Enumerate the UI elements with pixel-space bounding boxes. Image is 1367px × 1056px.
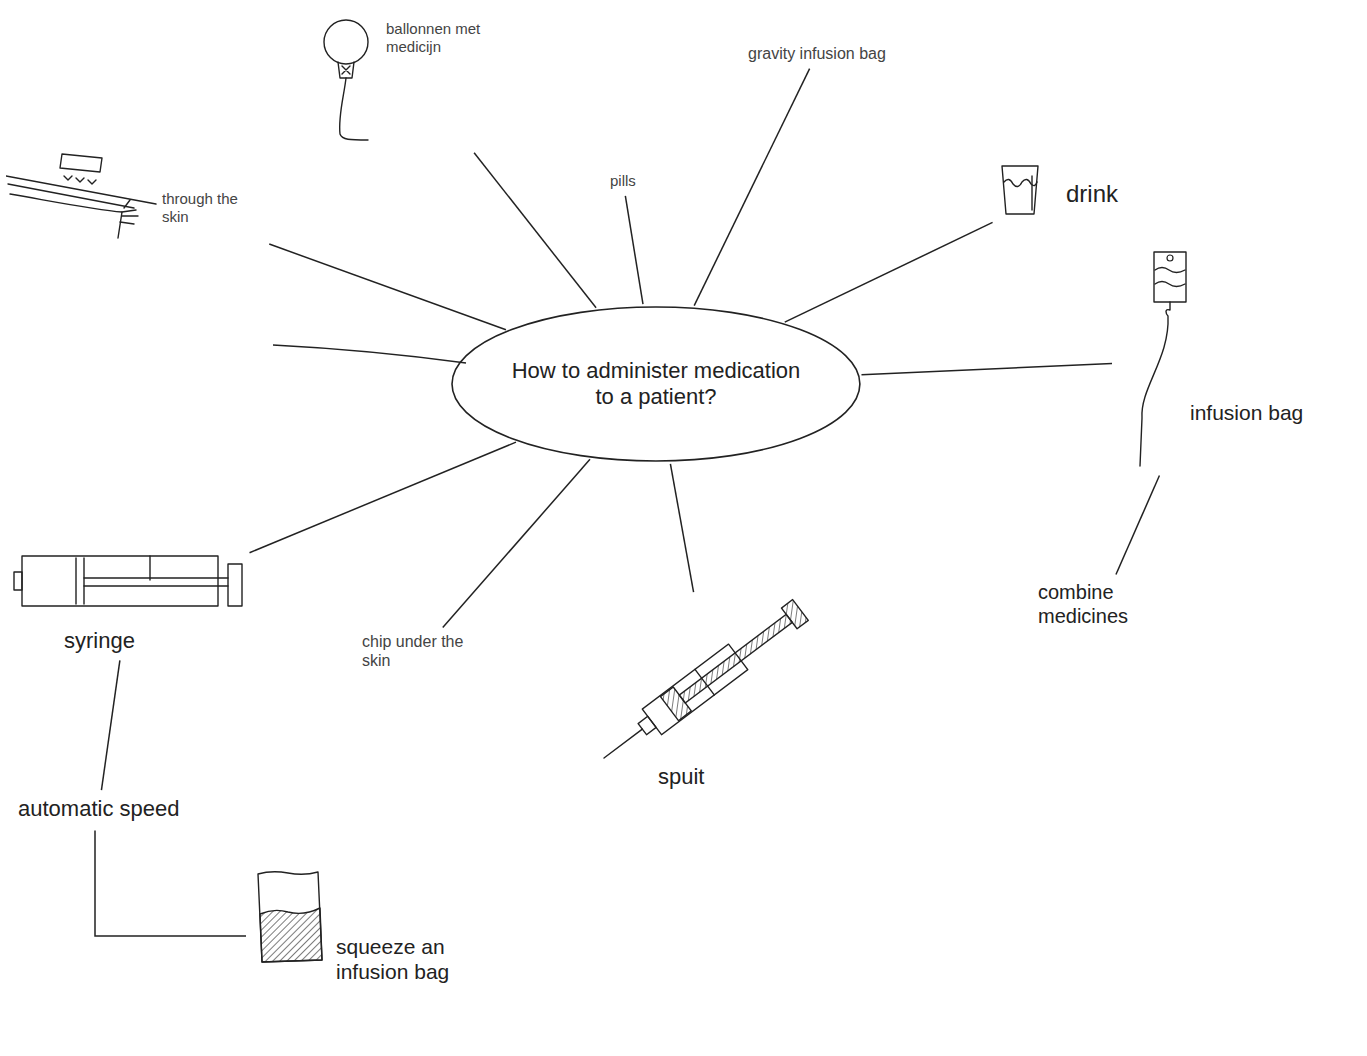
text-group: syringe [64, 628, 135, 654]
sketch-stroke [22, 556, 218, 606]
branch-label: through the skin [162, 190, 267, 226]
text-group: gravity infusion bag [748, 44, 886, 63]
branch-label: combine medicines [1038, 580, 1168, 628]
sketch-stroke [120, 200, 138, 224]
sketch-stroke [76, 556, 150, 604]
sketch-stroke [679, 614, 792, 703]
text-group: drink [1066, 180, 1118, 209]
text-group: How to administer medication to a patien… [511, 358, 801, 411]
sketch-stroke [1154, 252, 1186, 302]
central-topic: How to administer medication to a patien… [450, 305, 862, 463]
text-group: pills [610, 172, 636, 190]
branch-label: squeeze an infusion bag [336, 934, 471, 984]
branch-line [101, 660, 119, 790]
branch-node: combine medicines [1038, 580, 1168, 628]
topic-text: How to administer medication to a patien… [511, 358, 801, 411]
branch-label: pills [610, 172, 636, 190]
branch-line [625, 196, 643, 304]
branch-node: pills [610, 172, 636, 190]
spuit-icon [598, 598, 826, 768]
branch-line [694, 69, 809, 306]
text-group: squeeze an infusion bag [336, 934, 471, 984]
sketch-stroke [260, 908, 322, 962]
skin-patch-icon [6, 150, 158, 242]
branch-line [670, 464, 693, 592]
branch-line [474, 153, 596, 308]
syringe-icon [12, 552, 244, 610]
branch-node: drink [998, 162, 1118, 220]
sketch-stroke [228, 564, 242, 606]
branch-label: spuit [658, 764, 704, 790]
branch-line [95, 830, 246, 936]
branch-line [785, 222, 993, 322]
balloon-icon [316, 16, 378, 148]
sketch-stroke [14, 572, 22, 590]
sketch-stroke [60, 154, 102, 172]
branch-node: automatic speed [18, 796, 179, 822]
infusion-bag-icon [1118, 248, 1190, 470]
sketch-stroke [1155, 282, 1185, 287]
sketch-stroke [781, 600, 808, 629]
empty-branch [273, 345, 466, 363]
sketch-stroke [64, 176, 96, 184]
branch-label: infusion bag [1190, 400, 1303, 425]
sketch-stroke [10, 194, 122, 238]
branch-label: gravity infusion bag [748, 44, 886, 63]
sketch-stroke [258, 872, 322, 962]
branch-label: drink [1066, 180, 1118, 209]
text-group: combine medicines [1038, 580, 1168, 628]
sketch-stroke [638, 716, 656, 734]
branch-node: syringe [12, 552, 244, 654]
branch-line [1116, 475, 1159, 574]
sketch-stroke [1140, 302, 1170, 466]
branch-node: spuit [598, 598, 826, 790]
branch-line [269, 244, 506, 330]
branch-line [443, 459, 590, 627]
balloon-outline [324, 20, 368, 64]
sketch-stroke [84, 578, 228, 586]
sketch-stroke [6, 176, 156, 204]
sketch-stroke [338, 62, 354, 78]
branch-label: ballonnen met medicijn [386, 20, 521, 56]
sketch-stroke [604, 729, 642, 758]
text-group: infusion bag [1190, 400, 1303, 425]
branch-label: chip under the skin [362, 632, 482, 670]
text-group: chip under the skin [362, 632, 482, 670]
sketch-stroke [340, 78, 368, 140]
squeezed-bag-icon [252, 868, 326, 966]
sketch-stroke [1155, 268, 1185, 273]
text-group: through the skin [162, 190, 267, 226]
spuit-group [598, 598, 810, 768]
sketch-stroke [1002, 166, 1038, 214]
branch-node: through the skin [6, 150, 267, 242]
text-group: ballonnen met medicijn [386, 20, 521, 56]
branch-node: squeeze an infusion bag [252, 868, 471, 984]
branch-node: ballonnen met medicijn [316, 16, 521, 148]
sketch-stroke [1031, 176, 1032, 210]
branch-line [250, 442, 516, 553]
branch-label: automatic speed [18, 796, 179, 822]
text-group: spuit [658, 764, 704, 790]
branch-node: infusion bag [1118, 248, 1303, 470]
branch-label: syringe [64, 628, 135, 654]
ellipse-shape [452, 307, 860, 461]
text-group: automatic speed [18, 796, 179, 822]
branch-line [861, 363, 1112, 374]
cup-icon [998, 162, 1044, 220]
bag-port [1167, 255, 1173, 261]
branch-node: gravity infusion bag [748, 44, 886, 63]
branch-node: chip under the skin [362, 632, 482, 670]
